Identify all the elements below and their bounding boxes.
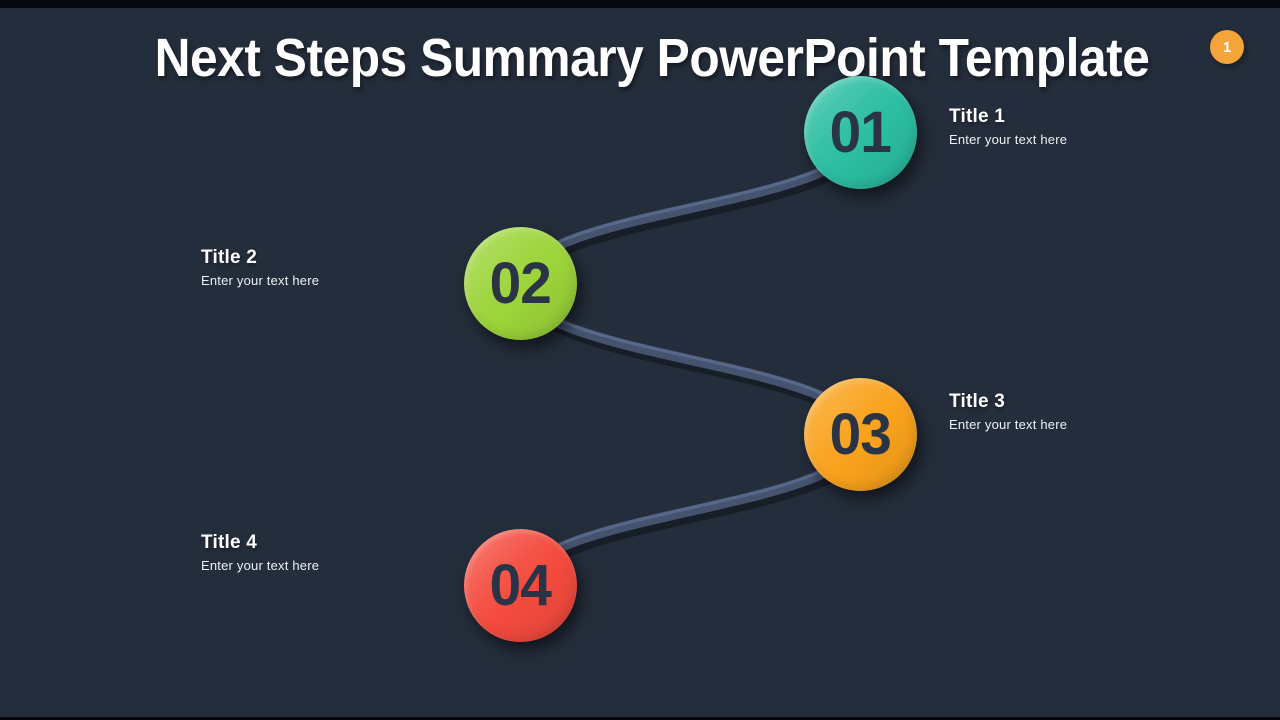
step-subtitle-4[interactable]: Enter your text here: [201, 558, 320, 573]
step-textblock-1: Title 1 Enter your text here: [949, 106, 1067, 147]
slide-number-badge: 1: [1210, 30, 1244, 64]
connector-highlight: [519, 129, 862, 585]
step-number-04: 04: [489, 553, 552, 618]
step-textblock-3: Title 3 Enter your text here: [949, 391, 1067, 432]
step-circle-04[interactable]: 04: [464, 529, 577, 642]
step-subtitle-3[interactable]: Enter your text here: [949, 417, 1068, 432]
step-circle-01[interactable]: 01: [804, 76, 917, 189]
step-subtitle-1[interactable]: Enter your text here: [949, 132, 1068, 147]
slide-title[interactable]: Next Steps Summary PowerPoint Template: [154, 28, 1150, 88]
step-textblock-4: Title 4 Enter your text here: [201, 532, 319, 573]
step-number-03: 03: [829, 402, 892, 467]
step-title-4[interactable]: Title 4: [201, 532, 257, 553]
step-title-3[interactable]: Title 3: [949, 391, 1005, 412]
step-circle-02[interactable]: 02: [464, 227, 577, 340]
step-title-1[interactable]: Title 1: [949, 106, 1005, 127]
step-number-01: 01: [829, 100, 892, 165]
step-subtitle-2[interactable]: Enter your text here: [201, 273, 320, 288]
bottom-edge-bar: [0, 717, 1280, 720]
step-textblock-2: Title 2 Enter your text here: [201, 247, 319, 288]
slide-number-label: 1: [1222, 38, 1232, 56]
connector-shadow: [518, 138, 869, 594]
step-number-02: 02: [489, 251, 552, 316]
top-edge-bar: [0, 0, 1280, 8]
step-circle-03[interactable]: 03: [804, 378, 917, 491]
connector-main: [515, 132, 866, 588]
step-title-2[interactable]: Title 2: [201, 247, 257, 268]
